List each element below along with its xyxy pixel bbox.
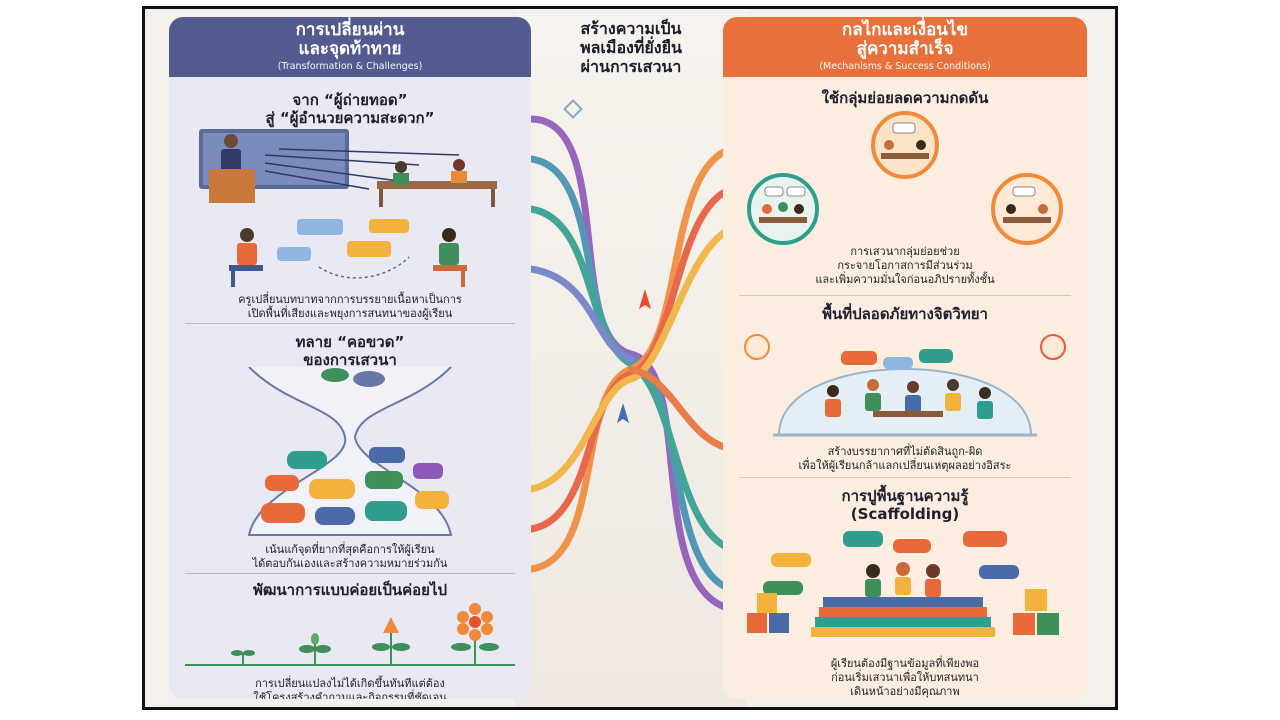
right-s3-title-line-2: (Scaffolding) [850,505,960,523]
right-header-subtitle: (Mechanisms & Success Conditions) [819,61,991,72]
left-section-3-caption: การเปลี่ยนแปลงไม่ได้เกิดขึ้นทันทีแต่ต้อง… [169,677,531,699]
right-s3-caption-line-2: ก่อนเริ่มเสวนาเพื่อให้บทสนทนา [831,671,979,684]
right-s2-caption-line-2: เพื่อให้ผู้เรียนกล้าแลกเปลี่ยนเหตุผลอย่า… [798,459,1012,472]
left-header-line-1: การเปลี่ยนผ่าน [295,20,405,40]
left-s1-caption-line-1: ครูเปลี่ยนบทบาทจากการบรรยายเนื้อหาเป็นกา… [238,293,462,306]
safe-space-dome-illustration [744,334,1066,437]
right-s3-caption-line-1: ผู้เรียนต้องมีฐานข้อมูลที่เพียงพอ [830,657,980,670]
right-section-2-caption: สร้างบรรยากาศที่ไม่ตัดสินถูก-ผิด เพื่อให… [723,445,1087,473]
center-title-line-2: พลเมืองที่ยั่งยืน [580,38,682,57]
left-s1-caption-line-2: เปิดพื้นที่เสียงและพยุงการสนทนาของผู้เรี… [247,307,453,320]
right-section-2-title: พื้นที่ปลอดภัยทางจิตวิทยา [822,305,988,323]
left-s3-caption-line-1: การเปลี่ยนแปลงไม่ได้เกิดขึ้นทันทีแต่ต้อง [255,677,445,690]
right-s1-caption-line-1: การเสวนากลุ่มย่อยช่วย [850,245,960,258]
speech-bubble [369,447,405,463]
right-s3-caption-line-3: เดินหน้าอย่างมีคุณภาพ [850,685,960,698]
left-header: การเปลี่ยนผ่าน และจุดท้าทาย (Transformat… [169,17,531,77]
speech-bubble [843,531,883,547]
left-s3-caption-line-2: ใช้โครงสร้างคำถามและกิจกรรมที่ชัดเจน [253,691,447,699]
right-s1-caption-line-2: กระจายโอกาสการมีส่วนร่วม [837,259,973,272]
right-section-3-title: การปูพื้นฐานความรู้ (Scaffolding) [723,487,1087,523]
speech-bubble [763,581,803,595]
right-s2-caption-line-1: สร้างบรรยากาศที่ไม่ตัดสินถูก-ผิด [827,445,983,458]
plant-growth-illustration [185,603,515,666]
right-section-3-caption: ผู้เรียนต้องมีฐานข้อมูลที่เพียงพอ ก่อนเร… [723,657,1087,699]
right-s1-caption-line-3: และเพิ่มความมั่นใจก่อนอภิปรายทั้งชั้น [815,273,995,286]
infographic-frame: สร้างความเป็น พลเมืองที่ยั่งยืน ผ่านการเ… [142,6,1118,710]
speech-bubble [287,451,327,469]
left-section-1-title: จาก “ผู้ถ่ายทอด” สู่ “ผู้อำนวยความสะดวก” [169,91,531,127]
left-header-subtitle: (Transformation & Challenges) [277,61,423,72]
left-s1-title-line-2: สู่ “ผู้อำนวยความสะดวก” [265,109,435,127]
speech-bubble [771,553,811,567]
speech-bubble [369,219,409,233]
left-s2-title-line-2: ของการเสวนา [303,351,397,369]
woven-ribbons-graphic [527,99,735,613]
center-title-line-3: ผ่านการเสวนา [580,57,682,76]
left-section-2-caption: เน้นแก้จุดที่ยากที่สุดคือการให้ผู้เรียน … [169,543,531,571]
left-section-2-title: ทลาย “คอขวด” ของการเสวนา [169,333,531,369]
raised-hand-icon [744,334,770,360]
left-header-line-2: และจุดท้าทาย [298,39,402,59]
student-discussion-illustration [229,219,467,287]
speech-bubble [309,479,355,499]
right-header: กลไกและเงื่อนไข สู่ความสำเร็จ (Mechanism… [723,17,1087,77]
raised-hand-icon [1040,334,1066,360]
left-s2-caption-line-1: เน้นแก้จุดที่ยากที่สุดคือการให้ผู้เรียน [265,543,435,556]
speech-bubble [365,471,403,489]
teacher-head [224,134,238,148]
left-divider-1 [185,323,515,324]
speech-bubble [297,219,343,235]
speech-bubble [979,565,1019,579]
speech-bubble [413,463,443,479]
speech-bubble [365,501,407,521]
small-groups-illustration [747,111,1063,245]
book-stack-icon [811,627,995,637]
left-section-1-caption: ครูเปลี่ยนบทบาทจากการบรรยายเนื้อหาเป็นกา… [169,293,531,321]
right-divider-1 [739,295,1071,296]
speech-bubble [883,357,913,369]
speech-bubble [261,503,305,523]
left-s2-title-line-1: ทลาย “คอขวด” [295,333,405,351]
left-column: การเปลี่ยนผ่าน และจุดท้าทาย (Transformat… [169,17,531,699]
speech-bubble [265,475,299,491]
left-s1-title-line-1: จาก “ผู้ถ่ายทอด” [292,91,408,109]
right-section-1-caption: การเสวนากลุ่มย่อยช่วย กระจายโอกาสการมีส่… [723,245,1087,287]
right-s3-title-line-1: การปูพื้นฐานความรู้ [841,487,969,505]
center-title: สร้างความเป็น พลเมืองที่ยั่งยืน ผ่านการเ… [540,19,722,76]
speech-bubble [277,247,311,261]
speech-bubble [841,351,877,365]
teacher-lecture-illustration [199,129,497,207]
speech-bubble [321,368,349,382]
right-column: กลไกและเงื่อนไข สู่ความสำเร็จ (Mechanism… [723,17,1087,699]
building-blocks-icon [1025,589,1047,611]
right-header-line-1: กลไกและเงื่อนไข [841,20,969,40]
right-divider-2 [739,477,1071,478]
center-title-line-1: สร้างความเป็น [580,19,682,38]
scaffolding-illustration [747,531,1059,637]
left-s2-caption-line-2: ได้ตอบกันเองและสร้างความหมายร่วมกัน [252,557,448,570]
speech-bubble [347,241,391,257]
speech-bubble [353,371,385,387]
speech-bubble [415,491,449,509]
speech-bubble [315,507,355,525]
left-divider-2 [185,573,515,574]
speech-bubble [919,349,953,363]
speech-bubble [893,539,931,553]
right-header-line-2: สู่ความสำเร็จ [856,39,954,59]
right-section-1-title: ใช้กลุ่มย่อยลดความกดดัน [821,89,989,107]
bottleneck-illustration [247,367,453,536]
left-section-3-title: พัฒนาการแบบค่อยเป็นค่อยไป [252,581,448,599]
flower-icon [469,616,481,628]
speech-bubble [963,531,1007,547]
